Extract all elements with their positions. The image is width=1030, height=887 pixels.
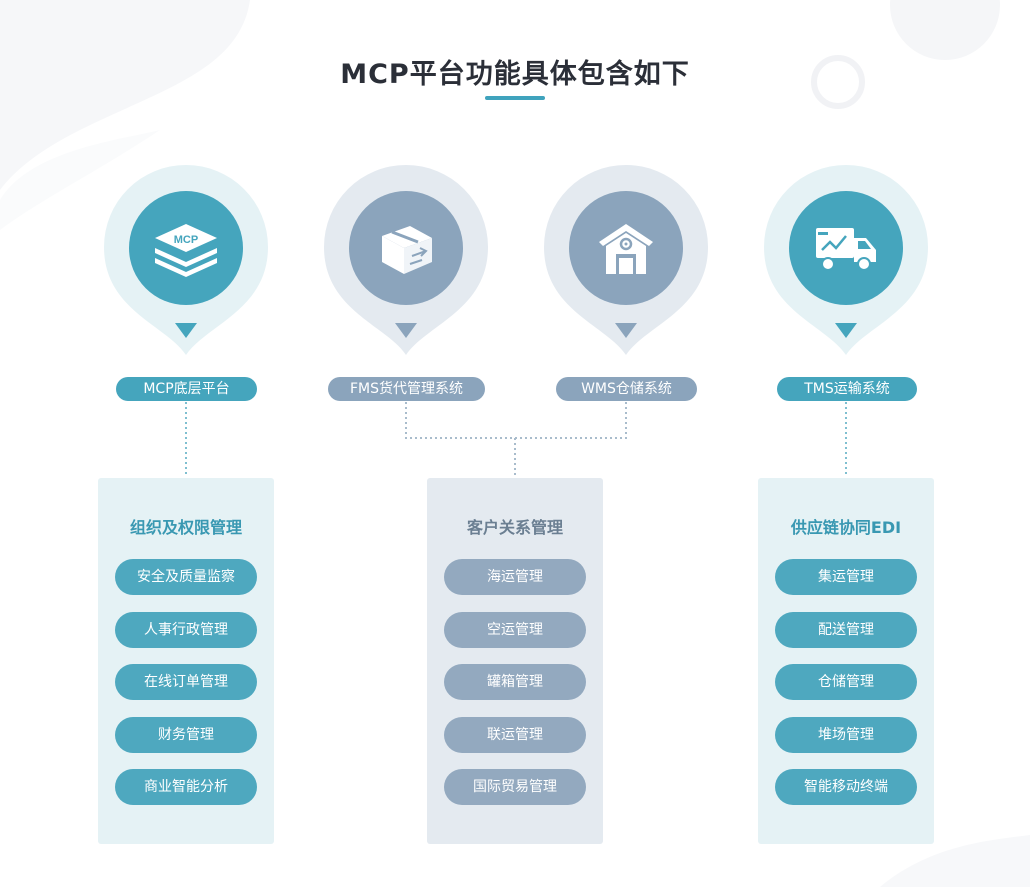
list-item[interactable]: 堆场管理 [775,717,917,753]
module-pin-wms [536,160,716,360]
list-item[interactable]: 安全及质量监察 [115,559,257,595]
list-item[interactable]: 财务管理 [115,717,257,753]
list-item[interactable]: 仓储管理 [775,664,917,700]
module-label-mcp[interactable]: MCP底层平台 [116,377,257,401]
mcp-icon-text: MCP [174,234,198,246]
card-edi: 供应链协同EDI 集运管理 配送管理 仓储管理 堆场管理 智能移动终端 [758,478,934,844]
title-underline [485,96,545,100]
card-title: 组织及权限管理 [129,518,242,537]
card-crm: 客户关系管理 海运管理 空运管理 罐箱管理 联运管理 国际贸易管理 [427,478,603,844]
module-label-wms[interactable]: WMS仓储系统 [556,377,697,401]
list-item[interactable]: 在线订单管理 [115,664,257,700]
page-title: MCP平台功能具体包含如下 [340,59,690,90]
box-icon [382,226,432,274]
list-item[interactable]: 海运管理 [444,559,586,595]
mcp-layers-icon: MCP [155,224,217,277]
list-item[interactable]: 智能移动终端 [775,769,917,805]
card-title: 客户关系管理 [466,518,563,537]
card-title: 供应链协同EDI [790,518,902,537]
list-item[interactable]: 罐箱管理 [444,664,586,700]
list-item[interactable]: 集运管理 [775,559,917,595]
list-item[interactable]: 配送管理 [775,612,917,648]
module-label-tms[interactable]: TMS运输系统 [777,377,917,401]
warehouse-icon [599,224,653,274]
module-pin-mcp: MCP [96,160,276,360]
truck-icon [816,228,876,271]
module-pin-fms [316,160,496,360]
card-organization: 组织及权限管理 安全及质量监察 人事行政管理 在线订单管理 财务管理 商业智能分… [98,478,274,844]
list-item[interactable]: 人事行政管理 [115,612,257,648]
module-label-fms[interactable]: FMS货代管理系统 [328,377,485,401]
list-item[interactable]: 空运管理 [444,612,586,648]
list-item[interactable]: 商业智能分析 [115,769,257,805]
list-item[interactable]: 联运管理 [444,717,586,753]
module-pin-tms [756,160,936,360]
list-item[interactable]: 国际贸易管理 [444,769,586,805]
